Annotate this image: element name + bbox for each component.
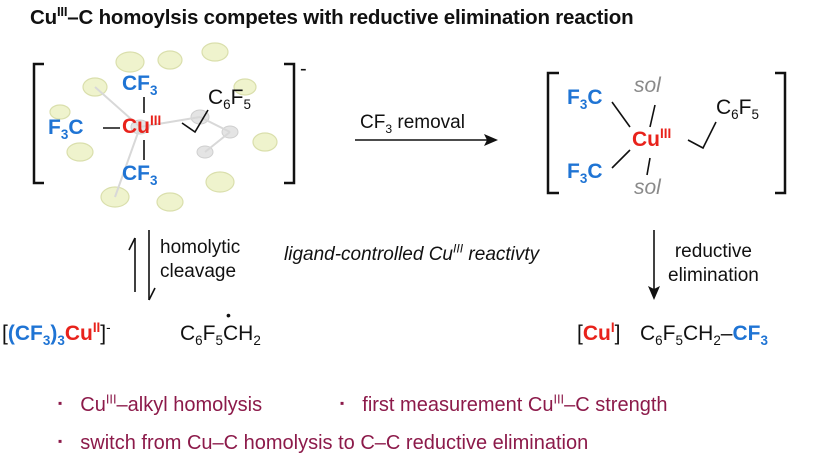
bullet-1: ▪CuIII–alkyl homolysis [58, 391, 263, 416]
cu1-product: [CuI] [577, 320, 621, 345]
title-cu: Cu [30, 6, 57, 29]
homolytic-line1: homolytic [160, 237, 241, 258]
cf3-top-label: CF3 [122, 72, 158, 99]
radical-dot: • [225, 307, 231, 323]
c6f5-right-label: C6F5 [716, 96, 759, 123]
cu-center-left: CuIII [122, 113, 162, 138]
sol-bottom-label: sol [634, 176, 661, 199]
reductive-line2: elimination [668, 265, 759, 286]
left-bracket-close [284, 62, 296, 185]
left-complex-charge: - [300, 58, 307, 80]
f3c-left-label: F3C [48, 116, 84, 143]
ligand-controlled-label: ligand-controlled CuIII reactivty [284, 241, 540, 265]
cu2-product: [(CF3)3CuII]- [2, 320, 111, 349]
cu-center-right: CuIII [632, 126, 672, 151]
cf3-removal-label: CF3 removal [360, 112, 465, 136]
f3c-bottom-right-label: F3C [567, 160, 603, 187]
bullet-2: ▪first measurement CuIII–C strength [340, 391, 668, 416]
coupled-product: C6F5CH2–CF3 [640, 322, 768, 349]
right-bracket-close [775, 71, 787, 195]
reductive-elimination-label: reductive elimination [668, 240, 759, 288]
homolytic-cleavage-label: homolytic cleavage [160, 236, 240, 284]
crystal-structure-image [49, 42, 278, 212]
f3c-top-right-label: F3C [567, 86, 603, 113]
homolytic-line2: cleavage [160, 261, 237, 282]
benzyl-radical: C6F5CH•2 [180, 307, 261, 349]
figure-title: CuIII–C homoylsis competes with reductiv… [30, 4, 634, 30]
right-bracket-open [546, 71, 559, 195]
title-oxidation-state: III [56, 4, 68, 20]
sol-top-label: sol [634, 74, 661, 97]
title-text: –C homoylsis competes with reductive eli… [67, 6, 634, 29]
cf3-bottom-label: CF3 [122, 162, 158, 189]
reductive-line1: reductive [674, 241, 752, 262]
bullet-3: ▪switch from Cu–C homolysis to C–C reduc… [58, 432, 589, 454]
c6f5-left-label: C6F5 [208, 86, 251, 113]
left-bracket-open [32, 62, 44, 185]
